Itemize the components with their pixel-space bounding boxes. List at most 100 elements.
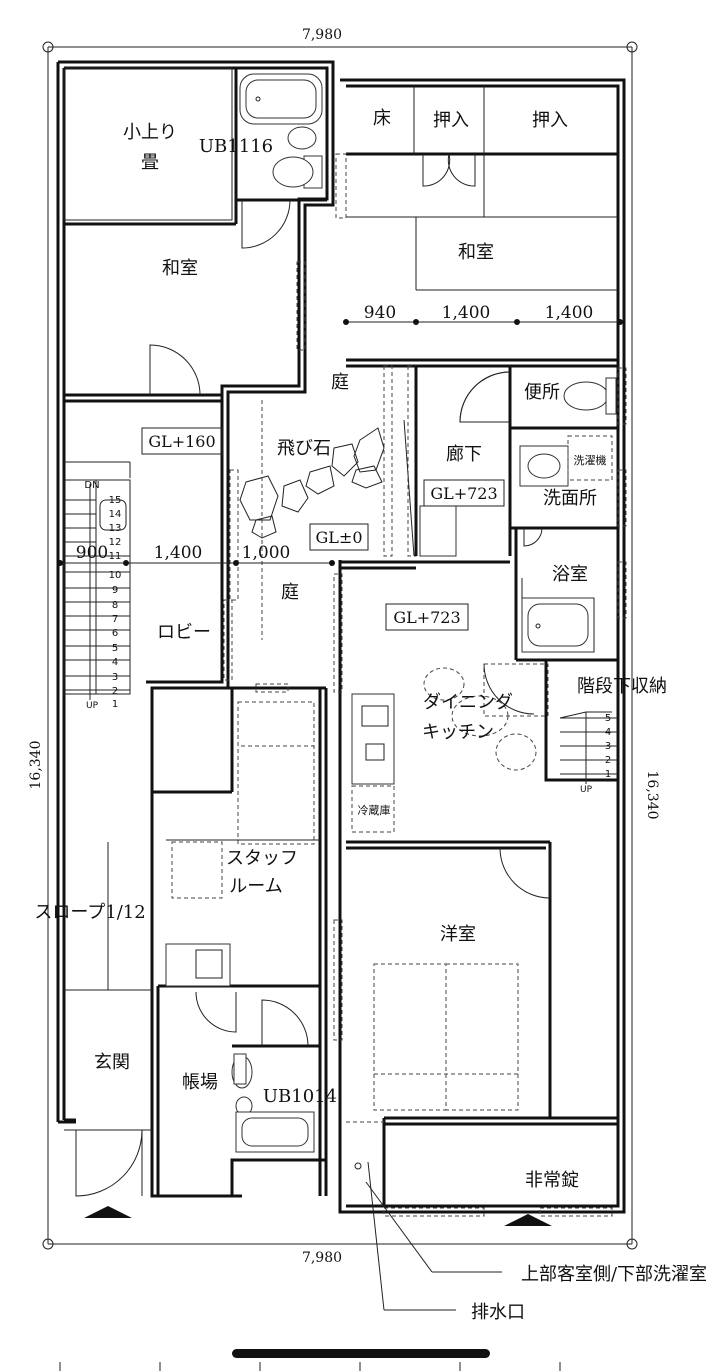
label-genkan: 玄関 [94, 1052, 130, 1073]
ub1116-fixtures [239, 73, 323, 189]
label-toko: 床 [373, 108, 391, 129]
corridor [340, 366, 511, 570]
svg-text:3: 3 [112, 672, 118, 683]
youshitsu [346, 840, 618, 1206]
label-senmenjo: 洗面所 [543, 488, 597, 509]
dimension-right: 16,340 [644, 771, 660, 820]
label-slope: スロープ1/12 [34, 902, 145, 923]
level-gl160: GL+160 [148, 432, 215, 451]
stair-up-label-right: UP [580, 785, 593, 795]
label-ub1116: UB1116 [199, 136, 273, 157]
label-sentakuki: 洗濯機 [574, 453, 607, 467]
label-koagari: 小上り [123, 122, 177, 143]
label-ub1014: UB1014 [263, 1086, 337, 1107]
svg-text:2: 2 [605, 755, 611, 766]
svg-text:2: 2 [112, 686, 118, 697]
home-indicator[interactable] [232, 1349, 490, 1358]
windows [223, 261, 627, 1217]
label-rouka: 廊下 [446, 444, 482, 465]
staff-room [152, 688, 320, 1196]
dimension-frame [42, 41, 638, 1250]
label-kaidan-shuno: 階段下収納 [577, 676, 667, 697]
label-youshitsu: 洋室 [440, 924, 476, 945]
label-lobby: ロビー [157, 622, 211, 643]
label-washitsu-left: 和室 [162, 258, 198, 279]
svg-text:8: 8 [112, 600, 118, 611]
dim-1000: 1,000 [242, 543, 291, 563]
kitchen-fixtures [351, 667, 537, 833]
lobby-stairs [63, 461, 131, 700]
label-staff-2: ルーム [229, 876, 282, 897]
label-oshiire-1: 押入 [433, 110, 469, 131]
kitchen-stairs [483, 660, 618, 784]
svg-text:15: 15 [109, 495, 122, 506]
label-tatami: 畳 [141, 152, 159, 173]
label-staff-1: スタッフ [226, 848, 298, 869]
label-chouba: 帳場 [182, 1072, 218, 1093]
corner-marker [626, 1238, 638, 1250]
level-box-gl160 [141, 427, 223, 455]
label-hijoujou: 非常錠 [525, 1170, 579, 1191]
level-box-gl723-b [385, 603, 469, 631]
svg-text:13: 13 [109, 523, 122, 534]
corner-marker [626, 41, 638, 53]
level-gl723-b: GL+723 [393, 608, 460, 627]
label-benjo: 便所 [524, 382, 560, 403]
stair-step-numbers-left: 15 14 13 12 11 10 9 8 7 6 5 4 3 2 1 [109, 495, 122, 710]
right-wet-area [459, 366, 618, 662]
entrance-arrow-icon [84, 1206, 132, 1218]
svg-text:3: 3 [605, 741, 611, 752]
svg-text:7: 7 [112, 614, 118, 625]
dimension-row-lobby [57, 560, 335, 566]
svg-text:6: 6 [112, 628, 118, 639]
label-niwa-2: 庭 [281, 582, 299, 603]
genkan [64, 842, 552, 1226]
svg-text:12: 12 [109, 537, 122, 548]
bottom-ticks [59, 1362, 561, 1371]
svg-text:1: 1 [112, 699, 118, 710]
exit-arrow-icon [504, 1214, 552, 1226]
level-box-gl0 [309, 523, 369, 551]
stair-dn-label: DN [84, 480, 99, 491]
garden-stones [239, 400, 385, 640]
dim-940: 940 [364, 303, 396, 323]
svg-text:4: 4 [605, 727, 611, 738]
svg-text:14: 14 [109, 509, 122, 520]
svg-text:9: 9 [112, 585, 118, 596]
label-yokushitsu: 浴室 [552, 564, 588, 585]
dimension-top: 7,980 [302, 27, 342, 43]
dim-1400-mid: 1,400 [154, 543, 203, 563]
label-tobiishi: 飛び石 [277, 438, 331, 459]
label-washitsu-right: 和室 [458, 242, 494, 263]
level-box-gl723-a [423, 479, 505, 507]
svg-text:1: 1 [605, 769, 611, 780]
right-washitsu [335, 86, 618, 557]
dim-1400-a: 1,400 [442, 303, 491, 323]
corner-marker [42, 41, 54, 53]
callout-leaders [365, 419, 502, 1311]
label-dining: ダイニング [423, 692, 513, 713]
svg-text:10: 10 [109, 570, 122, 581]
level-gl723-a: GL+723 [430, 484, 497, 503]
stair-step-numbers-right: 5 4 3 2 1 [605, 713, 611, 780]
ub1014-fixtures [195, 991, 320, 1153]
svg-text:5: 5 [112, 643, 118, 654]
dimension-row-washitsu [343, 319, 623, 325]
left-upper-rooms [63, 67, 327, 403]
label-niwa-1: 庭 [331, 372, 349, 393]
label-oshiire-2: 押入 [532, 110, 568, 131]
callout-upper-room: 上部客室側/下部洗濯室 [521, 1264, 707, 1285]
callout-drain: 排水口 [471, 1302, 525, 1323]
label-reizouko: 冷蔵庫 [358, 803, 391, 817]
dimension-bottom: 7,980 [302, 1250, 342, 1266]
svg-text:5: 5 [605, 713, 611, 724]
svg-text:11: 11 [109, 551, 122, 562]
dim-900: 900 [76, 543, 108, 563]
corner-marker [42, 1238, 54, 1250]
dim-1400-b: 1,400 [545, 303, 594, 323]
dimension-left: 16,340 [28, 741, 44, 790]
stair-up-label-left: UP [86, 701, 99, 711]
svg-text:4: 4 [112, 657, 118, 668]
label-kitchen: キッチン [422, 722, 494, 743]
